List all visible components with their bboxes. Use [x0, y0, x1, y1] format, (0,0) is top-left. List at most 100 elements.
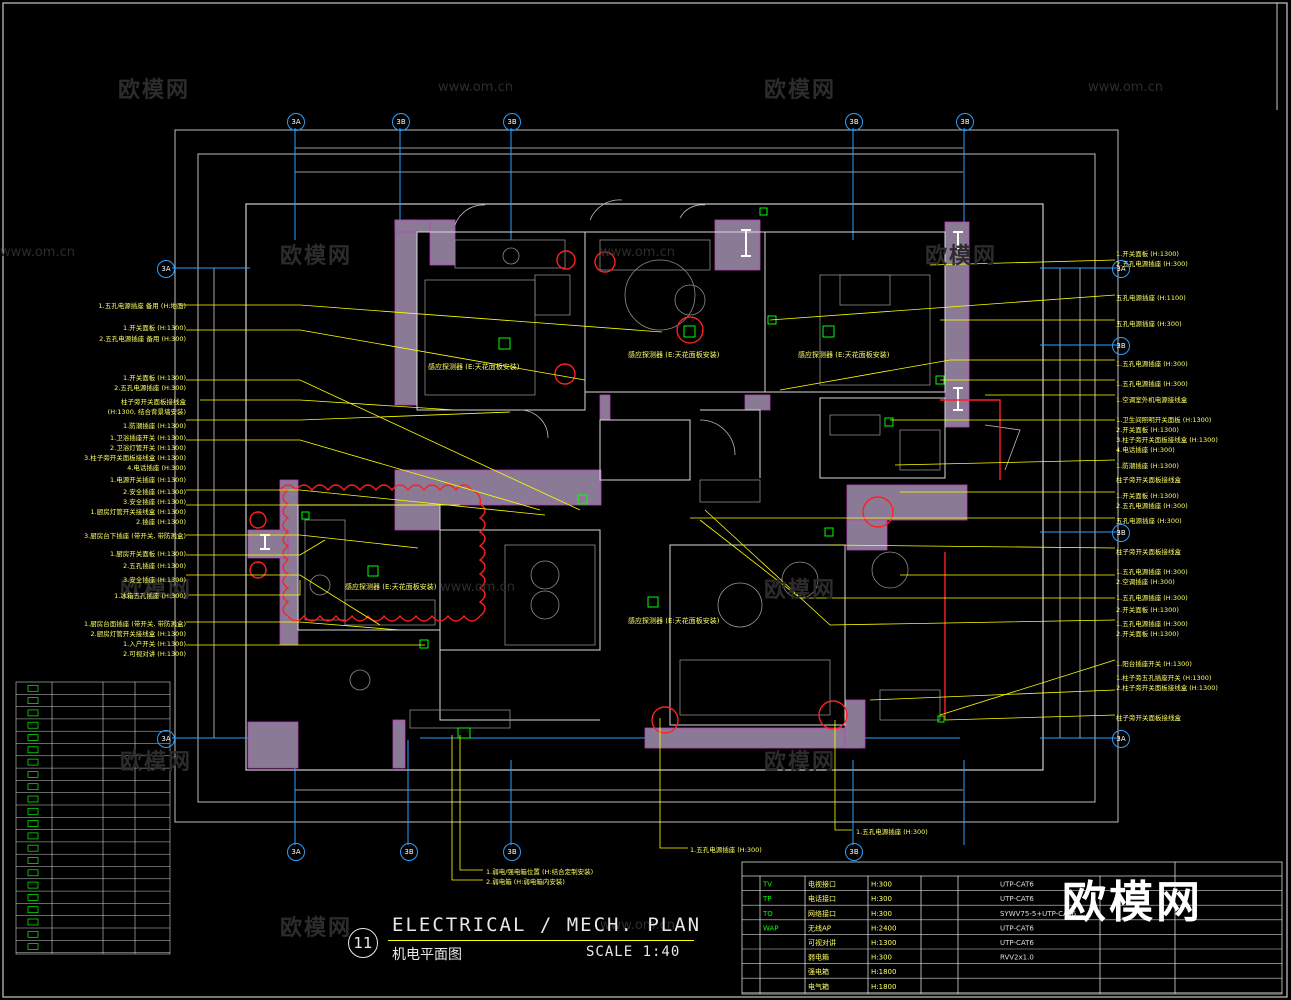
drawing-title-en: ELECTRICAL / MECH. PLAN: [392, 914, 702, 936]
legend-cell-spec: H:300: [871, 954, 892, 962]
revision-clouds: [249, 250, 1001, 734]
legend-left-symbol: [27, 734, 39, 741]
legend-left-symbol: [27, 844, 39, 852]
building-outline: [245, 203, 1044, 771]
outer-frame: [174, 129, 1119, 823]
annotation-label: 1.五孔电源插座 (H:300): [1116, 568, 1188, 576]
annotation-label: 1.五孔电源插座 (H:300): [690, 846, 762, 854]
drawing-number: 11: [348, 928, 378, 958]
annotation-label: 2.开关面板 (H:1300): [1116, 630, 1179, 638]
walls: [247, 219, 970, 769]
legend-left-symbol: [27, 869, 39, 877]
legend-left-symbol: [27, 930, 39, 938]
annotation-label: 3.柱子旁开关面板接线盒 (H:1300): [1116, 436, 1218, 444]
annotation-label: 2.五孔电源插座 (H:300): [114, 384, 186, 392]
annotation-label: (H:1300, 结合背景墙安装): [107, 408, 186, 416]
annotation-label: 柱子旁开关面板接线盒: [1116, 476, 1181, 484]
grid-axis-tag: 3A: [287, 843, 305, 861]
legend-cell-cable: UTP-CAT6: [1000, 881, 1034, 889]
annotation-label: 柱子旁开关面板接线盒: [121, 398, 186, 406]
annotation-label: 1.空调室外机电源接线盒: [1116, 396, 1188, 404]
annotation-label: 1.卫生间照明开关面板 (H:1300): [1116, 416, 1212, 424]
annotation-leaders: [180, 259, 1116, 881]
watermark-url: www.om.cn: [440, 580, 515, 595]
watermark-brand: 欧模网: [120, 578, 193, 603]
legend-left-symbol: [27, 709, 39, 717]
legend-left-symbol: [27, 807, 39, 815]
legend-cell-cable: RVV2x1.0: [1000, 954, 1034, 962]
annotation-label: 柱子旁开关面板接线盒: [1116, 714, 1181, 722]
interior-walls: [297, 231, 946, 726]
legend-cell-name: 强电箱: [808, 967, 829, 976]
legend-left-symbol: [27, 906, 39, 914]
annotation-label: 2.卫浴灯管开关 (H:1300): [110, 444, 186, 452]
annotation-label: 2.五孔电源插座 (H:300): [1116, 502, 1188, 510]
annotation-label: 3.安全插座 (H:1300): [123, 576, 186, 584]
grid-axis-tag: 3A: [287, 113, 305, 131]
legend-cell-symbol: WAP: [763, 924, 779, 932]
dimension-lines: [213, 147, 1081, 791]
legend-left-symbol: [27, 771, 39, 778]
annotation-label: 2.空调插座 (H:300): [1116, 578, 1175, 586]
legend-cell-cable: SYWV75-5+UTP-CAT6: [1000, 910, 1077, 918]
legend-left-symbol: [27, 721, 39, 729]
grid-axis-tag: 3B: [845, 843, 863, 861]
annotation-label: 2.五孔电源插座 (H:300): [1116, 260, 1188, 268]
legend-cell-spec: H:1300: [871, 939, 896, 947]
legend-left-symbol: [27, 857, 39, 864]
legend-cell-name: 电气箱: [808, 982, 829, 991]
legend-table-left: [15, 681, 171, 955]
annotation-label: 五孔电源插座 (H:300): [1116, 320, 1182, 328]
annotation-label: 1.防潮插座 (H:1300): [1116, 462, 1179, 470]
watermark-url: www.om.cn: [1088, 80, 1163, 95]
legend-cell-spec: H:300: [871, 895, 892, 903]
annotation-label: 1.卫浴插座开关 (H:1300): [110, 434, 186, 442]
legend-left-symbol: [27, 820, 39, 827]
annotation-label: 1.冰箱五孔插座 (H:300): [114, 592, 186, 600]
room-label: 感应探测器 (E:天花面板安装): [345, 583, 437, 591]
legend-left-symbol: [27, 795, 39, 803]
legend-cell-spec: H:2400: [871, 924, 896, 932]
legend-left-symbol: [27, 894, 39, 901]
grid-axis-tag: 3B: [392, 113, 410, 131]
legend-cell-name: 弱电箱: [808, 953, 829, 962]
room-label: 感应探测器 (E:天花面板安装): [798, 351, 890, 359]
annotation-label: 1.五孔电源插座 (H:300): [1116, 594, 1188, 602]
grid-axis-tag: 3B: [400, 843, 418, 861]
annotation-label: 1.防潮插座 (H:1300): [123, 422, 186, 430]
annotation-label: 4.电话插座 (H:300): [127, 464, 186, 472]
annotation-label: 1.开关面板 (H:1300): [123, 324, 186, 332]
watermark-brand: 欧模网: [764, 78, 837, 103]
watermark-brand: 欧模网: [120, 750, 193, 775]
legend-cell-symbol: TO: [762, 910, 773, 918]
legend-cell-cable: UTP-CAT6: [1000, 924, 1034, 932]
legend-cell-cable: UTP-CAT6: [1000, 895, 1034, 903]
annotation-label: 1.五孔电源插座 (H:300): [1116, 620, 1188, 628]
legend-left-symbol: [27, 943, 39, 950]
annotation-label: 1.开关面板 (H:1300): [1116, 492, 1179, 500]
annotation-label: 1.柱子旁五孔插座开关 (H:1300): [1116, 674, 1212, 682]
annotation-label: 4.电话插座 (H:300): [1116, 446, 1175, 454]
watermark-brand: 欧模网: [118, 78, 191, 103]
grid-axis-tag: 3B: [503, 843, 521, 861]
annotation-label: 柱子旁开关面板接线盒: [1116, 548, 1181, 556]
legend-cell-name: 无线AP: [808, 923, 831, 932]
grid-axis-tag: 3A: [1112, 260, 1130, 278]
grid-axis-tag: 3A: [1112, 730, 1130, 748]
annotation-label: 五孔电源插座 (H:300): [1116, 517, 1182, 525]
annotation-label: 1.五孔电源插座 备用 (H:地面): [98, 302, 186, 310]
drawing-title-cn: 机电平面图: [392, 947, 462, 963]
annotation-label: 1.厨房台面插座 (带开关, 带防溅盒): [84, 620, 186, 628]
legend-cell-name: 网络接口: [808, 909, 836, 918]
watermark-brand: 欧模网: [280, 916, 353, 941]
room-label: 感应探测器 (E:天花面板安装): [428, 363, 520, 371]
annotation-label: 3.厨房台下插座 (带开关, 带防溅盒): [84, 532, 186, 540]
legend-left-symbol: [27, 746, 39, 754]
annotation-label: 五孔电源插座 (H:1100): [1116, 294, 1186, 302]
legend-left-rows: [16, 684, 170, 953]
legend-cell-spec: H:1800: [871, 983, 896, 991]
watermark-url: www.om.cn: [600, 918, 675, 933]
annotation-label: 1.五孔电源插座 (H:300): [1116, 380, 1188, 388]
